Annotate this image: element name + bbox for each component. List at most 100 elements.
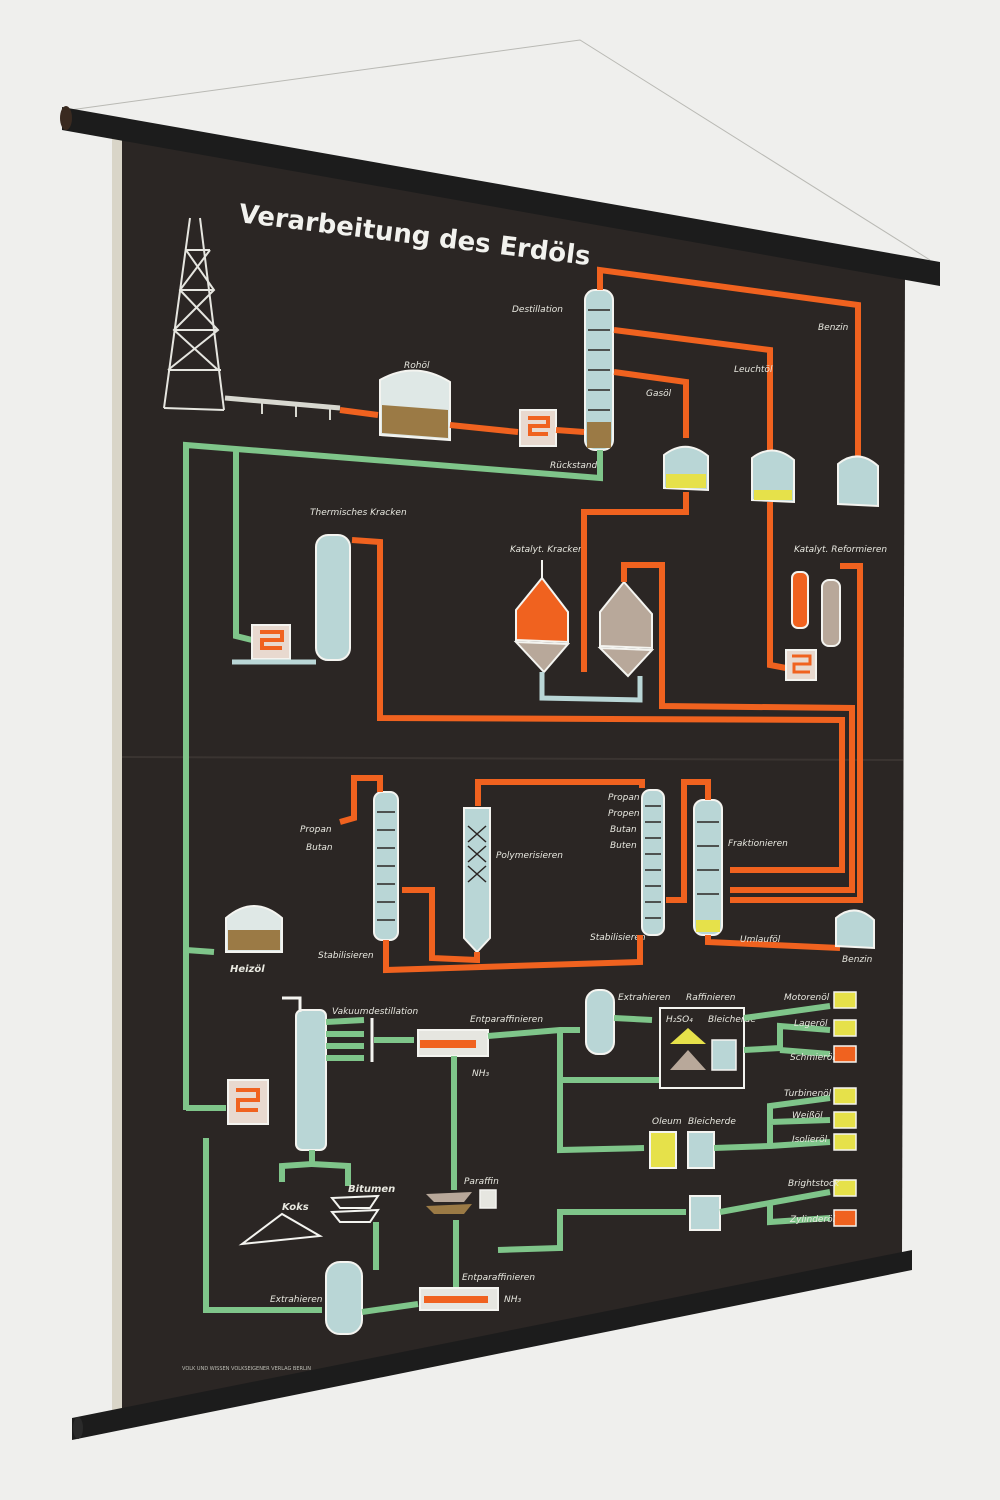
label-katalyt-kracken: Katalyt. Kracken (510, 545, 584, 555)
flow-extrahieren-to-raffinieren (613, 1015, 653, 1023)
label-nh3-bottom: NH₃ (504, 1295, 522, 1305)
oil-derrick-icon (163, 217, 225, 411)
flow-vacuum-bottom (279, 1150, 351, 1186)
flow-to-heizoel (185, 947, 215, 955)
flow-to-motorenoel (743, 1003, 831, 1021)
label-propan-left: Propan (300, 825, 332, 835)
label-h2so4: H₂SO₄ (666, 1015, 693, 1025)
flow-fraktion-to-stabilizer (666, 779, 711, 903)
label-raffinieren: Raffinieren (686, 993, 736, 1003)
flow-furnace-to-column (555, 427, 585, 435)
koks-pile-icon (238, 1212, 324, 1246)
polymerization-reactor-icon (463, 807, 491, 954)
label-benzin-bottom: Benzin (842, 955, 873, 965)
label-propan-mid: Propan (608, 793, 640, 803)
publisher-imprint: VOLK UND WISSEN VOLKSEIGENER VERLAG BERL… (182, 1366, 311, 1372)
flow-to-extraction-bottom (203, 1138, 322, 1313)
thermal-furnace-icon (251, 624, 291, 660)
reforming-reactor-icon (791, 571, 841, 647)
heizoel-tank-icon (225, 905, 283, 953)
catalytic-regenerator-icon (597, 580, 655, 678)
label-isolieroel: Isolieröl (792, 1135, 828, 1145)
paraffin-trays-icon (426, 1192, 472, 1214)
flow-kracken-to-fraktionieren (621, 562, 855, 893)
product-box-schmieroel (833, 1045, 857, 1063)
vacuum-furnace-icon (227, 1079, 269, 1125)
dewaxing-unit-top-icon (417, 1029, 489, 1057)
product-box-turbinenoel (833, 1087, 857, 1105)
extraction-vessel-top-icon (585, 989, 615, 1055)
flow-branch-down (557, 1030, 645, 1154)
label-thermisches-kracken: Thermisches Kracken (310, 508, 407, 518)
product-box-motorenoel (833, 991, 857, 1009)
label-extrahieren-top: Extrahieren (618, 993, 671, 1003)
label-destillation: Destillation (512, 305, 563, 315)
label-entparaffinieren-bottom: Entparaffinieren (462, 1273, 535, 1283)
bitumen-trays-icon (329, 1194, 380, 1223)
label-katalyt-reformieren: Katalyt. Reformieren (794, 545, 887, 555)
label-nh3-top: NH₃ (472, 1069, 490, 1079)
product-box-weissoel (833, 1111, 857, 1129)
label-benzin: Benzin (818, 323, 849, 333)
paraffin-product-icon (479, 1189, 497, 1209)
label-schmieroel: Schmieröl (790, 1053, 835, 1063)
flow-to-turbinen-weiss-isolier (713, 1095, 831, 1151)
label-turbinenoel: Turbinenöl (784, 1089, 832, 1099)
label-polymerisieren: Polymerisieren (496, 851, 563, 861)
label-lageroel: Lageröl (794, 1019, 828, 1029)
stabilizer-column-mid-icon (641, 789, 665, 936)
flow-thermal-to-stabilizer (351, 537, 845, 873)
label-heizoel: Heizöl (230, 964, 265, 975)
label-umlaufoel: Umlauföl (740, 935, 781, 945)
benzin-bottom-tank-icon (835, 909, 875, 950)
top-roller (62, 107, 940, 286)
oleum-tanks-icon (649, 1131, 715, 1169)
hanging-string (69, 39, 931, 261)
catalytic-reactor-icon (513, 560, 571, 674)
label-stabilisieren-mid: Stabilisieren (590, 933, 646, 943)
flow-reformer-out (730, 563, 863, 903)
label-rohoel: Rohöl (404, 361, 430, 371)
label-butan-left: Butan (306, 843, 333, 853)
fractionation-column-icon (693, 799, 723, 936)
flow-rueckstand (183, 441, 603, 1110)
extraction-vessel-bottom-icon (325, 1261, 363, 1335)
reforming-furnace-icon (785, 649, 817, 681)
label-fraktionieren: Fraktionieren (728, 839, 788, 849)
label-bitumen: Bitumen (348, 1184, 395, 1195)
crude-oil-tank-icon (379, 369, 451, 442)
flow-leuchtoel-to-reformer (767, 502, 787, 671)
flow-tank-to-furnace (449, 422, 519, 435)
catalytic-pipes (539, 672, 643, 703)
label-bleicherde-mid: Bleicherde (688, 1117, 736, 1127)
refining-box-icon (659, 1007, 745, 1089)
pipeline (224, 395, 341, 411)
pipeline-supports (261, 401, 331, 420)
flow-gasoel-to-kracken (581, 492, 689, 672)
bottom-roller (72, 1250, 912, 1440)
label-weissoel: Weißöl (792, 1111, 823, 1121)
flow-crude-to-tank (339, 407, 379, 418)
benzin-tank-icon (837, 455, 879, 508)
flow-stabilizer-bottom (383, 935, 643, 974)
label-butan-mid: Butan (610, 825, 637, 835)
label-stabilisieren-left: Stabilisieren (318, 951, 374, 961)
bleaching-unit-bottom-icon (689, 1195, 721, 1231)
product-box-lageroel (833, 1019, 857, 1037)
leuchtoel-tank-icon (751, 449, 795, 504)
flow-to-brightstock-zylinder (719, 1189, 831, 1226)
poster-background (120, 130, 905, 1420)
label-buten: Buten (610, 841, 637, 851)
product-box-isolieroel (833, 1133, 857, 1151)
poster-edge (112, 135, 122, 1420)
top-roller-cap (60, 106, 72, 130)
flow-benzin (597, 266, 861, 460)
thermal-cracking-vessel-icon (315, 534, 351, 661)
label-rueckstand: Rückstand (550, 461, 598, 471)
label-extrahieren-bottom: Extrahieren (270, 1295, 323, 1305)
bottom-roller-cap (73, 1417, 83, 1439)
flow-bottom-long (497, 1209, 686, 1253)
label-koks: Koks (282, 1202, 309, 1213)
label-paraffin: Paraffin (464, 1177, 499, 1187)
